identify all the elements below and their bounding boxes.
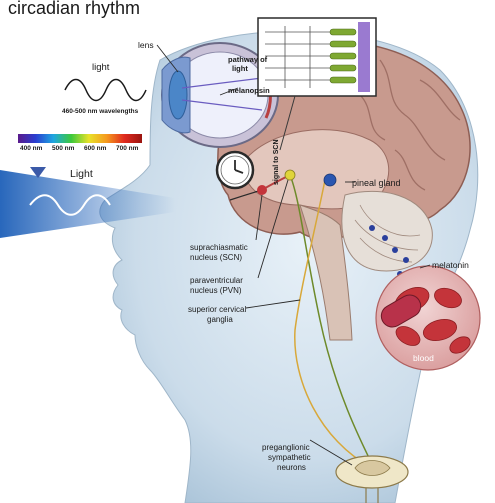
- spectrum-tick-700: 700 nm: [116, 145, 139, 152]
- pineal-dot: [323, 173, 337, 187]
- wavelength-label: 460-500 nm wavelengths: [62, 108, 139, 115]
- spectrum-tick-400: 400 nm: [20, 145, 43, 152]
- spectrum-strip: [18, 134, 142, 143]
- preganglionic-label-line2: sympathetic: [268, 453, 311, 462]
- page-title: circadian rhythm: [8, 0, 140, 18]
- brain-gyri: [359, 59, 461, 191]
- pathway-label-line1: pathway of: [228, 55, 268, 64]
- neuron-inset: [257, 17, 377, 97]
- melanopsin-label: melanopsin: [228, 86, 270, 95]
- light-arrow-icon: [30, 167, 46, 178]
- scg-label-line2: ganglia: [207, 315, 233, 324]
- clock-icon: [215, 150, 255, 190]
- spectrum-bar: [18, 134, 142, 143]
- spectrum-tick-500: 500 nm: [52, 145, 75, 152]
- scn-dot: [257, 185, 267, 195]
- light-beam: [0, 170, 175, 238]
- pvn-dot: [284, 169, 296, 181]
- yellow-nerve-path: [294, 179, 373, 469]
- spectrum-tick-600: 600 nm: [84, 145, 107, 152]
- melatonin-label: melatonin: [432, 260, 469, 270]
- lens-label: lens: [138, 40, 154, 50]
- green-nerve-path: [289, 174, 376, 471]
- blood-label: blood: [413, 353, 434, 363]
- pvn-label-line2: nucleus (PVN): [190, 286, 242, 295]
- pineal-gland-label: pineal gland: [352, 178, 401, 188]
- inset-pointer-line: [279, 95, 296, 151]
- light-rays: [181, 77, 263, 111]
- scn-label-line2: nucleus (SCN): [190, 253, 242, 262]
- signal-to-scn-label: signal to SCN: [273, 139, 280, 185]
- scn-label-line1: suprachiasmatic: [190, 243, 248, 252]
- lens-shape: [168, 70, 188, 120]
- preganglionic-label-line1: preganglionic: [262, 443, 310, 452]
- small-light-wave: [64, 78, 147, 102]
- pathway-label-line2: light: [232, 64, 248, 73]
- leader-lines: [156, 44, 431, 466]
- light-big-label: Light: [70, 168, 93, 180]
- pvn-label-line1: paraventricular: [190, 276, 243, 285]
- blood-vessel-inset: [375, 265, 481, 371]
- spinal-cord-section: [335, 455, 409, 503]
- beam-wave: [29, 194, 111, 216]
- preganglionic-label-line3: neurons: [277, 463, 306, 472]
- light-small-label: light: [92, 62, 110, 73]
- scg-label-line1: superior cervical: [188, 305, 246, 314]
